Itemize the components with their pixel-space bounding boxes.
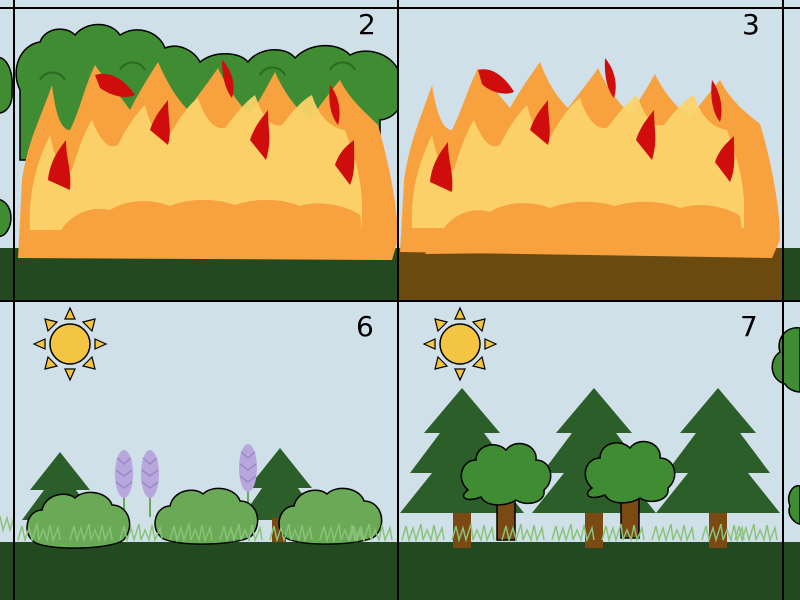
sun-icon <box>33 307 107 381</box>
panel-number: 6 <box>356 310 374 343</box>
panel-6: 6 <box>14 302 398 600</box>
panel-number: 7 <box>740 310 758 343</box>
wildfire-flames <box>400 58 780 258</box>
panel-5-partial <box>0 302 39 600</box>
panel-3: 3 <box>398 0 782 300</box>
panel-1-partial <box>0 0 14 300</box>
panel-7: 7 <box>398 302 782 600</box>
wildfire-flames <box>18 60 398 260</box>
sun-icon <box>423 307 497 381</box>
panel-number: 2 <box>358 8 376 41</box>
panel-number: 3 <box>742 8 760 41</box>
panel-2: 2 <box>14 0 405 300</box>
panel-8-partial <box>771 302 800 600</box>
panel-4-partial <box>783 0 800 300</box>
